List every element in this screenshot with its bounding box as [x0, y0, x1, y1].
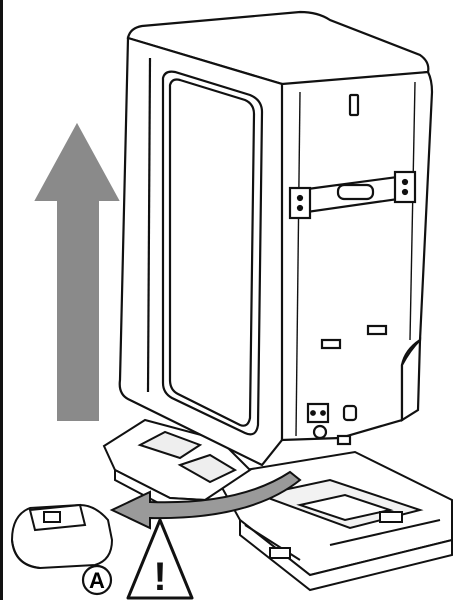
removed-item-a [10, 503, 114, 570]
packaging-base-tray [213, 450, 453, 592]
callout-a-label: A [89, 568, 105, 593]
warning-triangle-icon: ! [126, 518, 194, 600]
up-arrow-icon [34, 122, 120, 421]
warning-symbol: ! [153, 555, 166, 599]
left-border-line [0, 0, 3, 600]
packaging-foam-left [102, 418, 252, 512]
remove-arrow-icon [109, 470, 302, 530]
appliance-cabinet [118, 10, 434, 467]
callout-a: A [81, 564, 113, 596]
